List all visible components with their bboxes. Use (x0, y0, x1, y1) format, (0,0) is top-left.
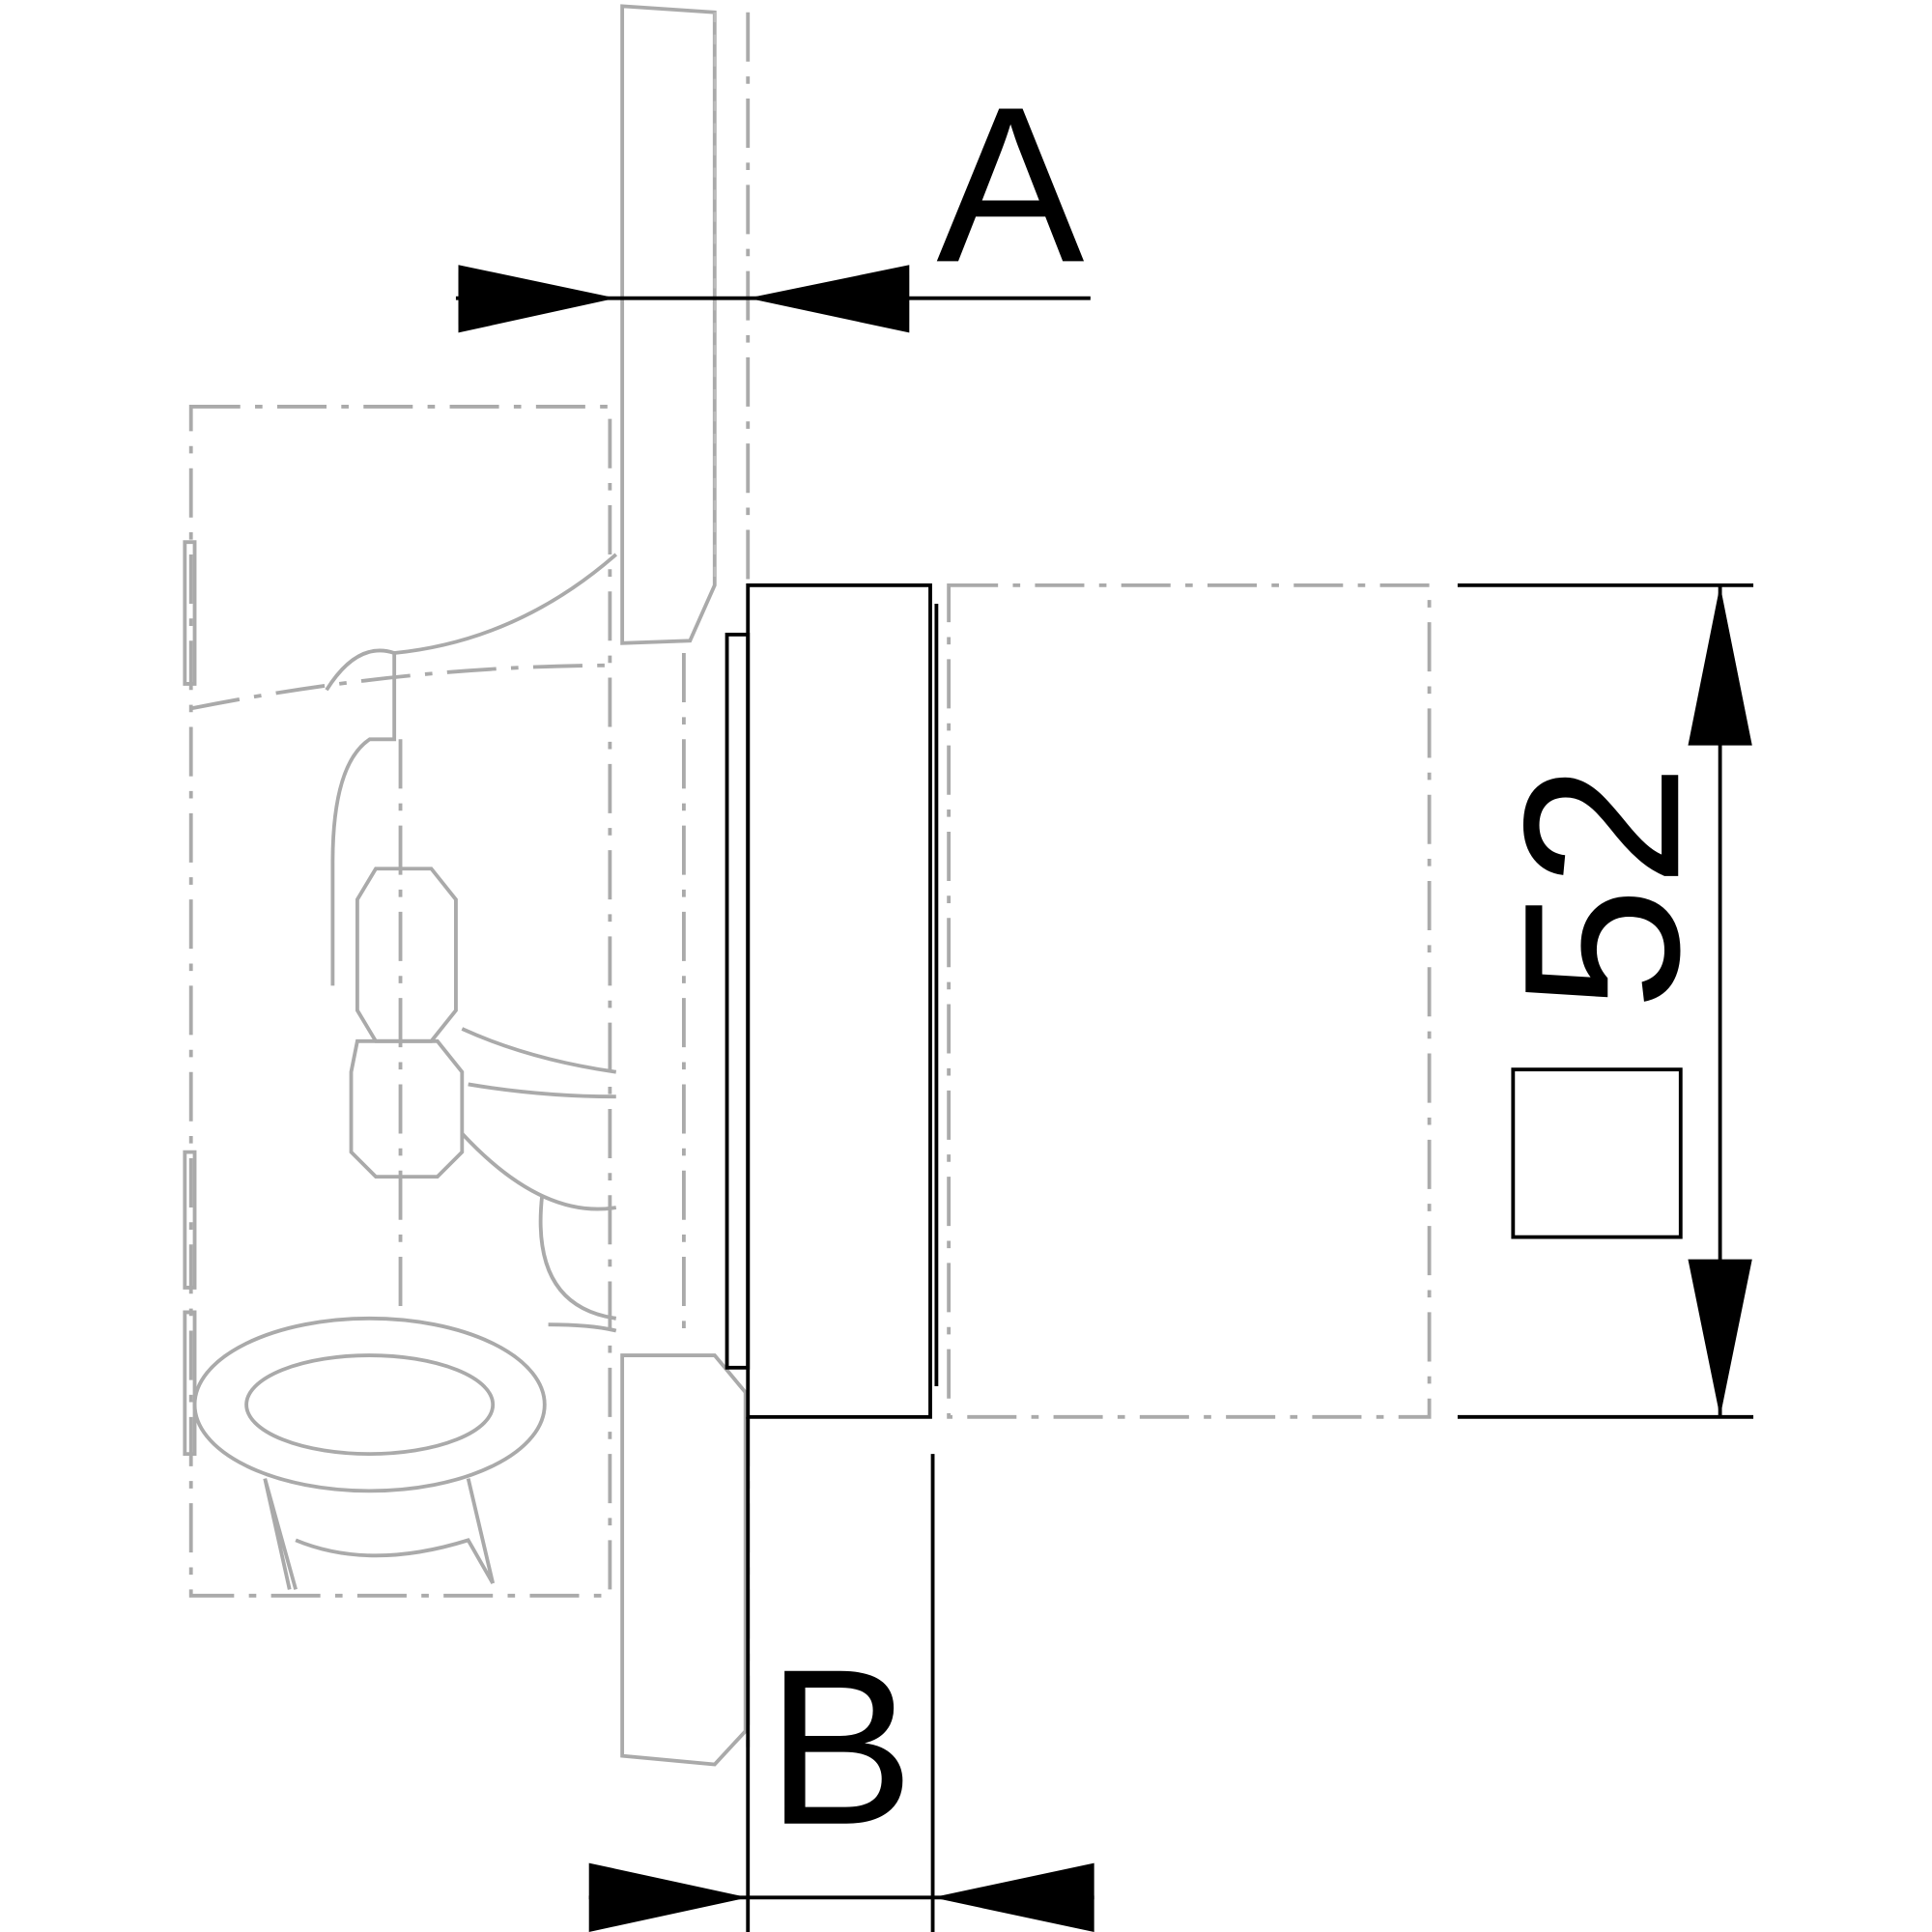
square-symbol-icon (1511, 1067, 1683, 1239)
dimension-b: B (588, 1416, 1094, 1932)
cover-plate (681, 582, 939, 1419)
dimension-b-label: B (766, 1623, 914, 1871)
dimension-height: 52 (1457, 582, 1754, 1419)
phantom-outline (947, 582, 1432, 1419)
wall-section (620, 4, 751, 1767)
dimension-height-value: 52 (1477, 764, 1725, 1010)
dimension-a: A (455, 60, 1091, 333)
dimension-a-label: A (936, 60, 1084, 308)
faucet-phantom (183, 405, 618, 1598)
